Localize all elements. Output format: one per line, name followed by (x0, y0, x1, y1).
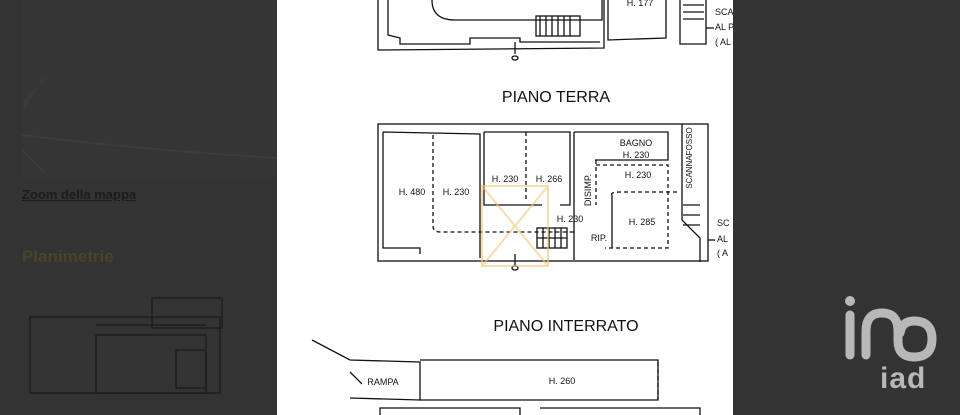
svg-text:H. 230: H. 230 (492, 174, 519, 184)
svg-text:RIP.: RIP. (591, 233, 607, 243)
svg-text:H. 230: H. 230 (443, 187, 470, 197)
svg-text:H. 177: H. 177 (627, 0, 654, 8)
svg-text:H. 230: H. 230 (557, 214, 584, 224)
map-preview[interactable] (22, 0, 277, 178)
zoom-map-link[interactable]: Zoom della mappa (22, 187, 137, 202)
svg-text:H. 230: H. 230 (623, 150, 650, 160)
svg-text:SCANNAFOSSO: SCANNAFOSSO (685, 127, 694, 188)
svg-text:AL: AL (717, 234, 728, 244)
floorplan-drawing: H. 177 SCA AL P ( AL PIANO TERRA H. 480 … (311, 0, 733, 415)
svg-text:SCA: SCA (715, 7, 733, 17)
svg-text:BAGNO: BAGNO (620, 138, 653, 148)
svg-text:( AL: ( AL (715, 37, 731, 47)
svg-text:H. 260: H. 260 (549, 376, 576, 386)
svg-text:RAMPA: RAMPA (367, 377, 398, 387)
basement-title: PIANO INTERRATO (493, 318, 638, 335)
floorplan-thumbnail[interactable] (26, 295, 256, 405)
iad-logo-text: iad (880, 362, 927, 395)
svg-text:DISIMP.: DISIMP. (583, 174, 593, 206)
floorplans-heading: Planimetrie (22, 247, 114, 266)
svg-text:( A: ( A (717, 248, 728, 258)
ground-floor-title: PIANO TERRA (502, 89, 611, 106)
svg-text:H. 230: H. 230 (625, 170, 652, 180)
svg-text:H. 285: H. 285 (629, 217, 656, 227)
floorplan-lightbox-image: H. 177 SCA AL P ( AL PIANO TERRA H. 480 … (277, 0, 733, 415)
svg-text:AL P: AL P (715, 22, 733, 32)
svg-text:H. 480: H. 480 (399, 187, 426, 197)
svg-text:SC: SC (717, 218, 730, 228)
watermark-icon (481, 185, 549, 267)
iad-logo (845, 296, 937, 362)
svg-text:H. 266: H. 266 (536, 174, 563, 184)
map-roads (22, 75, 277, 173)
